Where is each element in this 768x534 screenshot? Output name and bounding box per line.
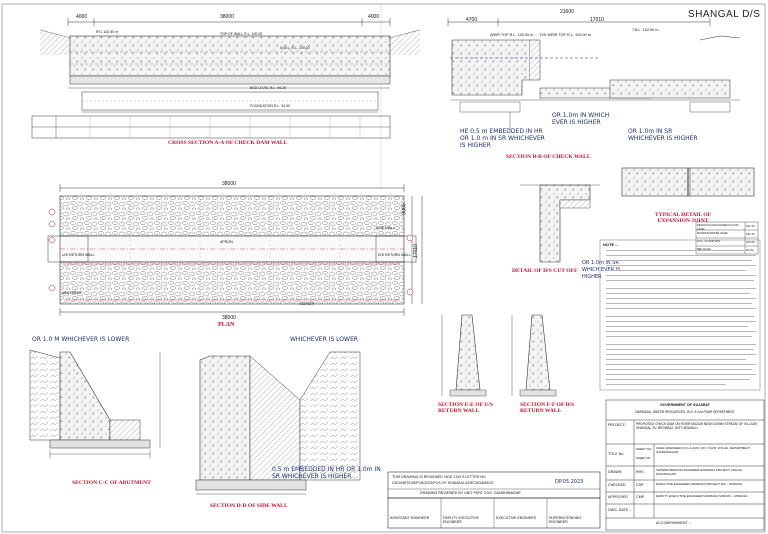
section-aa-drawing <box>31 18 421 139</box>
plan-top-dim: 38000 <box>222 181 236 187</box>
levels-row-2-label: MAXIMUM WATER LEVEL <box>697 232 729 235</box>
sheet-number: SHEET-02 <box>636 456 651 460</box>
detail-cutoff-title: DETAIL OF D/S CUT OFF <box>512 268 578 274</box>
aa-level-5: FOUNDATION R.L. 94.00 <box>250 104 291 108</box>
db-handwritten-note: WHICHEVER IS LOWER <box>290 336 358 343</box>
section-bb-drawing <box>447 18 741 130</box>
cut-handwritten-note: OR 1.0m IN SR WHICH EVER IS HIGHER <box>582 260 621 280</box>
project-label: PROJECT:- <box>608 423 627 427</box>
levels-row-1-value: 102.70 <box>746 224 755 228</box>
project-name: PROPOSED CHECK DAM ON RIVER MAZUM NEAR D… <box>636 422 758 431</box>
aa-level-3: N.W.L. R.L. 100.00 <box>280 46 310 50</box>
aa-level-4: BED LEVEL R.L. 96.20 <box>250 86 287 90</box>
title-block-grid <box>605 399 765 531</box>
detail-cutoff-drawing <box>520 184 600 263</box>
bb-b-dim: 17010 <box>590 17 604 23</box>
sheet-label: SHEET NO. <box>636 447 653 451</box>
plan-drawing <box>47 184 423 316</box>
section-ff-drawing <box>511 314 557 397</box>
plan-label-sidewall: SIDE WALL <box>376 226 396 230</box>
plan-right-dim: 9000 <box>401 203 408 215</box>
office-2: SUPERINTENDING ENGINEER NARMADA PROJECT … <box>656 468 744 477</box>
sheet-title: SHANGAL D/S <box>688 9 761 20</box>
office-3: EXECUTIVE ENGINEER NARMADA PROJECT DIV. … <box>656 482 743 486</box>
signatory-1: ASSISTANT ENGINEER <box>390 516 430 520</box>
bb-total-dim: 21600 <box>560 9 574 15</box>
checked-by: CSP <box>636 483 644 487</box>
bb-a-dim: 4700 <box>466 17 478 23</box>
dd-handwritten-note: 0.5 m EMBEDDED IN HR OR 1.0m IN SR WHICH… <box>272 466 381 480</box>
signatory-4: SUPERINTENDING ENGINEER <box>549 516 582 525</box>
section-cc-title: SECTION C-C OF ABUTMENT <box>72 480 151 486</box>
levels-row-1-label: DESIGN FLOOD HIGHEST FLOOD LEVEL <box>697 224 739 232</box>
title-no-label: TITLE No. <box>608 452 625 456</box>
levels-row-2-value: 102.40 <box>746 232 755 236</box>
levels-row-3-label: H.F.L. AT DAM SITE <box>697 240 721 243</box>
bb-handwritten-note: HE 0.5 m EMBEDDED IN HR OR 1.0 m IN SR W… <box>460 128 545 149</box>
approved-label: APPROVED <box>608 495 628 499</box>
review-line-1: THIS DRAWING IS REVIEWED VIDE CDO'S LETT… <box>392 475 486 479</box>
section-ee-drawing <box>441 314 487 397</box>
plan-label-cutoff: CUTOFF <box>300 302 315 306</box>
signatory-3: EXECUTIVE ENGINEER <box>496 516 537 520</box>
sheet-border <box>1 3 766 533</box>
bb-level-3: D/S WEIR TOP R.L. 100.00 m <box>540 33 591 37</box>
title-block-dept: NARMADA, WATER RESOURCES, W.S. & KALPSAR… <box>635 410 735 414</box>
plan-label-ds: D/S RETURN WALL <box>378 253 411 257</box>
office-1: CHIEF ENGINEER (N.G.& AQS.) DIV. N.W.R. … <box>656 446 751 455</box>
drawn-label: DRAWN <box>608 470 622 474</box>
approved-by: CMP <box>636 495 644 499</box>
aa-level-1: RTL 102.50 m <box>96 30 118 34</box>
checked-label: CHECKED <box>608 483 626 487</box>
plan-label-apron: APRON <box>220 240 233 244</box>
plan-bottom-dim: 38000 <box>222 315 236 321</box>
levels-row-3-value: 100.00 <box>746 240 755 244</box>
section-dd-drawing <box>195 351 361 495</box>
levels-table-grid <box>695 221 759 255</box>
plan-label-us: U/S RETURN WALL <box>62 253 95 257</box>
bb-handwritten-note-3: OR 1.0m IN SR WHICHEVER IS HIGHER <box>628 128 698 142</box>
drawn-by: RHS <box>636 470 644 474</box>
section-bb-title: SECTION B-B OF CHECK WALL <box>506 154 591 160</box>
plan-right-dim-2: 17010 <box>412 244 419 258</box>
bb-level-1: T.B.L. 102.50 m <box>632 28 659 32</box>
notes-heading: NOTE :- <box>603 242 618 247</box>
office-4: DEPUTY EXECUTIVE ENGINEER NARMADA SUB-DI… <box>656 494 748 498</box>
bb-handwritten-note-2: OR 1.0m IN WHICH EVER IS HIGHER <box>552 112 610 126</box>
levels-row-4-label: BED LEVEL <box>697 248 745 252</box>
bb-level-2: WEIR TOP R.L. 100.00 m <box>490 33 534 37</box>
aa-total-dim: 38000 <box>220 14 234 20</box>
expansion-title: TYPICAL DETAIL OF EXPANSION JOINT <box>654 212 712 224</box>
plan-title: PLAN <box>218 322 235 328</box>
review-line-2: CDO/NRT/DIS/PLR/2023/PCS OF SHANGAL/CHEC… <box>392 481 494 485</box>
cc-handwritten-note: OR 1.0 M WHICHEVER IS LOWER <box>32 336 130 343</box>
signatory-2: DEPUTY EXECUTIVE ENGINEER <box>443 516 479 525</box>
aa-right-dim: 4000 <box>368 14 380 20</box>
aa-left-dim: 4000 <box>76 14 88 20</box>
review-line-3: DRAWING REVIEWED BY UNIT PERT CDO, GANDH… <box>420 491 521 495</box>
section-ee-title: SECTION E-E OF U/S RETURN WALL <box>438 402 493 414</box>
review-signature: DP.05.2023 <box>555 479 584 485</box>
section-dd-title: SECTION D-D OF SIDE WALL <box>210 503 288 509</box>
section-aa-title: CROSS SECTION A-A OF CHECK DAM WALL <box>168 140 288 146</box>
dwg-date-label: DWG. DATE :- <box>608 508 632 512</box>
aa-level-2: TOP OF WALL R.L. 100.00 <box>220 32 263 36</box>
section-cc-drawing <box>29 349 161 458</box>
accompaniment-label: ACCOMPANIMENT :- <box>656 521 691 525</box>
title-block-gov: GOVERNMENT OF GUJARAT <box>660 403 710 407</box>
plan-label-abutment: ABUTMENT <box>62 291 82 295</box>
expansion-joint-drawing <box>621 167 755 197</box>
section-ff-title: SECTION F-F OF D/S RETURN WALL <box>520 402 575 414</box>
